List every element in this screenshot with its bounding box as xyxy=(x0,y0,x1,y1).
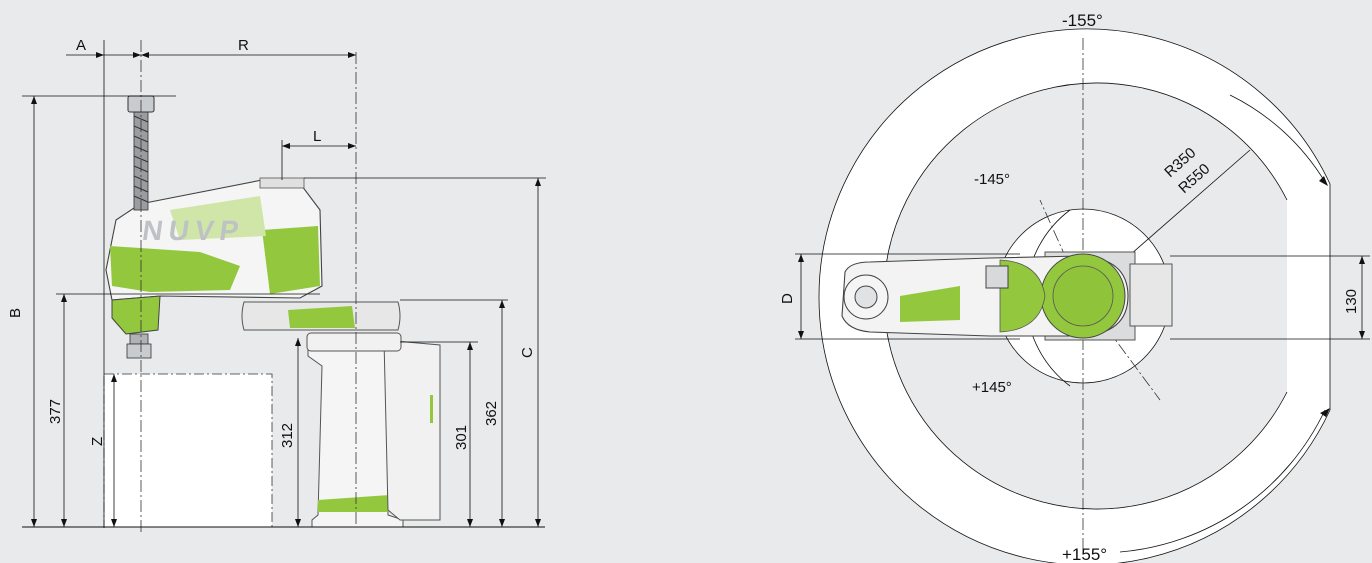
angle-pos155-label: +155° xyxy=(1062,545,1107,563)
arrow xyxy=(295,338,301,346)
robot-top-shoulder-inner xyxy=(1052,265,1114,327)
dim-c-label: C xyxy=(519,347,536,358)
dim-b-label: B xyxy=(7,308,24,318)
dim-d-label: D xyxy=(779,293,796,304)
arrow xyxy=(467,342,473,350)
robot-arm-green-1 xyxy=(110,246,240,292)
side-view: NUVP A R xyxy=(7,37,546,535)
arrow xyxy=(798,254,804,262)
top-view: D 130 -155° +155° -145° +145° R350 R550 xyxy=(779,11,1370,563)
dim-130-label: 130 xyxy=(1343,289,1360,314)
robot-arm-green-3 xyxy=(170,196,266,240)
arrow xyxy=(348,52,356,58)
arrow xyxy=(133,52,141,58)
arrow xyxy=(31,96,37,104)
robot-shoulder-top xyxy=(306,332,402,352)
work-area-box xyxy=(103,373,273,528)
diagonal-centerline-2 xyxy=(1039,199,1084,297)
arrow xyxy=(499,519,505,527)
dim-312-label: 312 xyxy=(279,423,296,448)
dim-r-label: R xyxy=(238,37,249,54)
robot-top-cable xyxy=(1129,263,1173,327)
robot-arm-green-2 xyxy=(262,226,320,294)
robot-top-arm-green-1 xyxy=(900,286,960,322)
arrow xyxy=(798,331,804,339)
dim-z-label: Z xyxy=(89,437,106,446)
robot-top-arm-link xyxy=(999,259,1046,333)
dim-362-label: 362 xyxy=(483,401,500,426)
rotation-arc-neg155 xyxy=(1229,94,1326,183)
dim-301-label: 301 xyxy=(453,425,470,450)
arrow xyxy=(61,519,67,527)
arrow xyxy=(31,519,37,527)
arrow xyxy=(111,374,117,382)
arrow xyxy=(535,178,541,186)
arrow xyxy=(1359,256,1365,264)
arrow xyxy=(535,519,541,527)
arrow xyxy=(1359,331,1365,339)
arrow xyxy=(1319,176,1328,186)
arrow xyxy=(61,294,67,302)
angle-neg145-label: -145° xyxy=(974,171,1010,188)
arrow xyxy=(111,519,117,527)
rotation-arc-pos155 xyxy=(1119,409,1326,553)
arrow xyxy=(141,52,149,58)
arrow xyxy=(499,300,505,308)
arrow xyxy=(295,519,301,527)
robot-cable-cover xyxy=(383,339,441,521)
robot-shaft-bottom xyxy=(129,333,149,345)
arrow xyxy=(282,143,290,149)
robot-side: NUVP xyxy=(105,95,441,528)
arrow xyxy=(96,52,104,58)
angle-neg155-label: -155° xyxy=(1062,11,1103,30)
robot-elbow-disc-green xyxy=(288,306,355,328)
arrow xyxy=(348,143,356,149)
arrow xyxy=(467,519,473,527)
dim-l-label: L xyxy=(313,128,321,145)
dim-a-label: A xyxy=(76,37,86,54)
dim-377-label: 377 xyxy=(47,399,64,424)
robot-cable-marker xyxy=(430,395,433,423)
robot-arm-front-lower xyxy=(111,295,161,335)
robot-top-tool-flange-inner xyxy=(854,285,878,309)
robot-top xyxy=(841,251,1173,341)
robot-shaft-end xyxy=(126,343,152,359)
angle-pos145-label: +145° xyxy=(972,379,1012,396)
robot-base-green xyxy=(318,495,398,512)
robot-top-connector xyxy=(985,265,1009,289)
robot-logo: NUVP xyxy=(140,215,246,246)
arrow xyxy=(1320,408,1330,417)
